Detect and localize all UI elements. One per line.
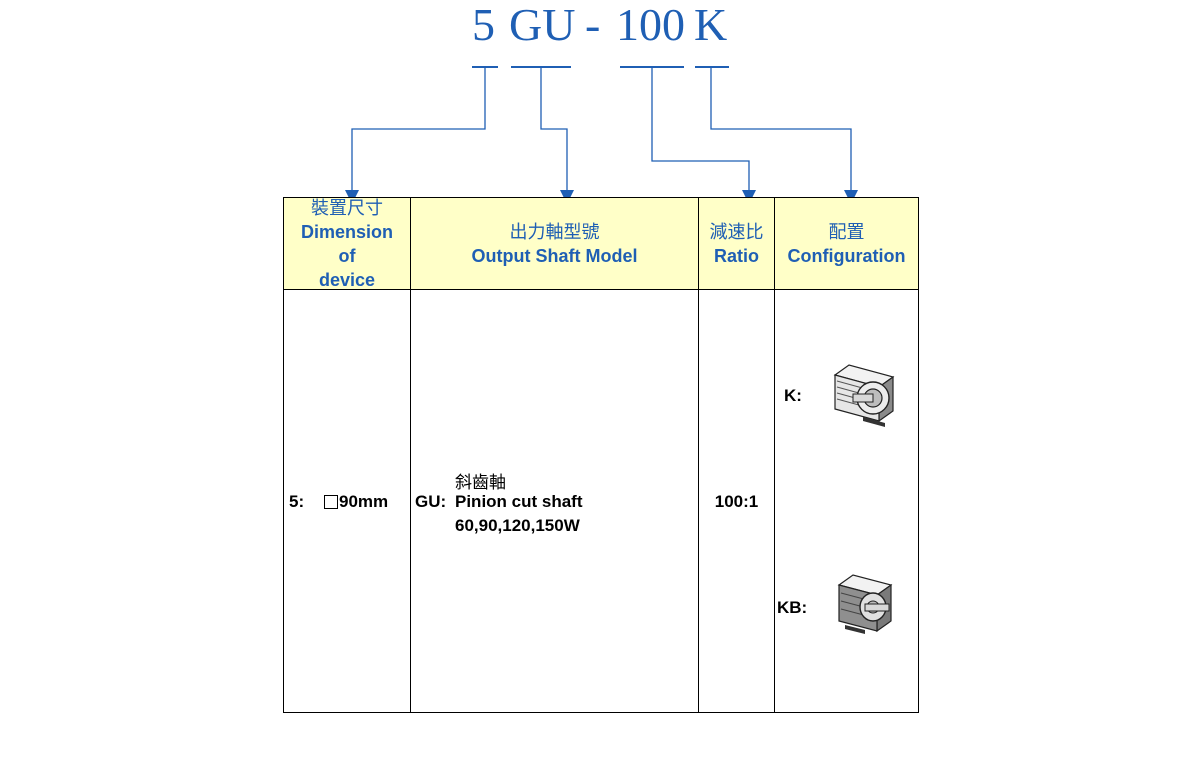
shaft-powers: 60,90,120,150W xyxy=(455,516,580,535)
config-kb-code: KB: xyxy=(777,598,808,617)
header-shaft: 出力軸型號 Output Shaft Model xyxy=(411,198,698,290)
header-dimension-zh: 裝置尺寸 xyxy=(311,197,383,219)
dimension-value-wrap: 90mm xyxy=(324,492,388,512)
model-code-ratio: 100 xyxy=(616,0,685,50)
model-code-config: K xyxy=(694,0,728,50)
model-code: 5 GU - 100 K xyxy=(0,0,1201,50)
header-dimension-en-1: Dimension xyxy=(300,221,393,242)
header-ratio-zh: 減速比 xyxy=(709,221,764,243)
dimension-value: 90mm xyxy=(339,492,389,511)
connector-config xyxy=(710,67,852,192)
header-dimension-en-2: of xyxy=(338,245,356,266)
connector-ratio xyxy=(651,67,750,192)
header-ratio: 減速比 Ratio xyxy=(699,198,774,290)
connector-shaft xyxy=(540,67,568,192)
shaft-name: Pinion cut shaft xyxy=(455,492,583,511)
shaft-zh: 斜齒軸 xyxy=(455,473,506,493)
connector-size xyxy=(351,67,486,192)
header-dimension-en-3: device xyxy=(318,269,376,290)
motor-kb-icon xyxy=(837,574,893,634)
header-row xyxy=(284,198,918,290)
model-code-size: 5 xyxy=(472,0,495,50)
motor-k-icon xyxy=(833,364,895,427)
ratio-value: 100:1 xyxy=(714,492,759,511)
model-table: 裝置尺寸 Dimension of device 出力軸型號 Output Sh… xyxy=(283,197,919,713)
header-config-en: Configuration xyxy=(787,245,906,266)
header-config-zh: 配置 xyxy=(828,221,865,243)
model-code-shaft: GU xyxy=(509,0,576,50)
header-ratio-en: Ratio xyxy=(714,245,759,266)
config-k-code: K: xyxy=(784,386,802,405)
header-config: 配置 Configuration xyxy=(775,198,918,290)
header-shaft-en: Output Shaft Model xyxy=(471,245,638,266)
header-shaft-zh: 出力軸型號 xyxy=(509,221,600,243)
dimension-code: 5: xyxy=(289,492,305,511)
header-dimension: 裝置尺寸 Dimension of device xyxy=(284,198,410,290)
square-symbol-icon xyxy=(324,495,338,509)
model-code-separator: - xyxy=(585,0,601,50)
shaft-code: GU: xyxy=(415,492,447,511)
